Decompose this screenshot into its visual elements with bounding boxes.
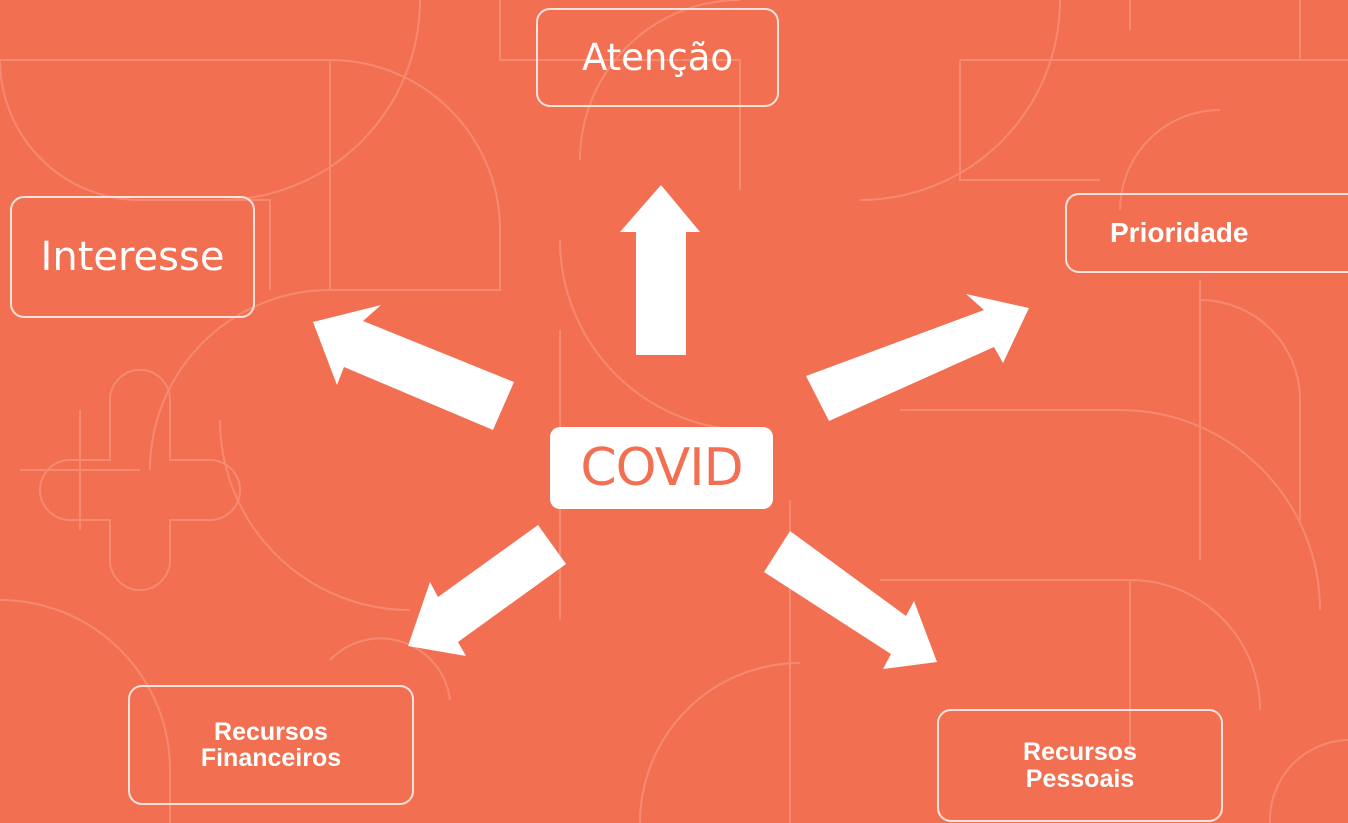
- center-node-label: COVID: [580, 438, 743, 498]
- node-recursos-pessoais-line2: Pessoais: [1025, 764, 1135, 793]
- arrow-to-atencao: [620, 185, 700, 355]
- node-interesse-label: Interesse: [40, 234, 225, 280]
- node-recursos-pessoais-line1: Recursos: [1023, 738, 1137, 767]
- arrow-to-interesse: [313, 305, 514, 430]
- node-recursos-financeiros-line2: Financeiros: [200, 744, 342, 772]
- node-prioridade-label: Prioridade: [1110, 217, 1249, 249]
- center-node-covid: COVID: [550, 427, 773, 509]
- arrow-to-prioridade: [806, 294, 1029, 421]
- node-atencao: Atenção: [536, 8, 779, 107]
- arrow-to-recursos-pessoais: [764, 531, 937, 669]
- node-prioridade: Prioridade: [1065, 193, 1348, 273]
- node-interesse: Interesse: [10, 196, 255, 318]
- node-recursos-financeiros-line1: Recursos: [214, 717, 328, 746]
- node-recursos-pessoais: Recursos Pessoais: [937, 709, 1223, 822]
- node-recursos-financeiros: Recursos Financeiros: [128, 685, 414, 805]
- node-atencao-label: Atenção: [581, 36, 734, 79]
- arrow-to-recursos-financeiros: [408, 525, 566, 656]
